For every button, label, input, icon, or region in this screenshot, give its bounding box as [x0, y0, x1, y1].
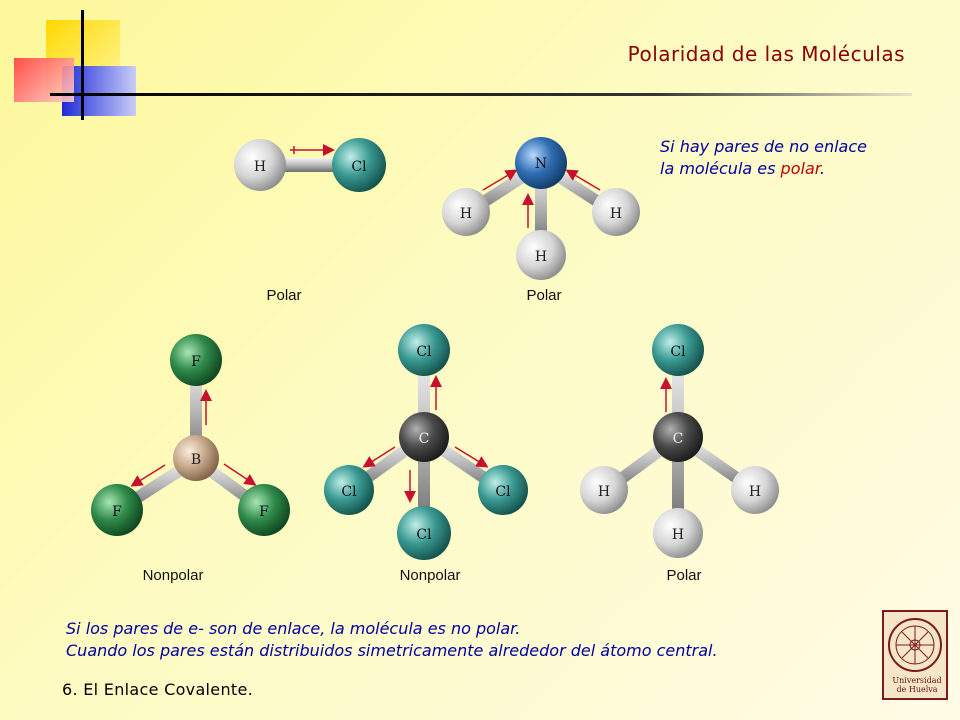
atom-b: [173, 435, 219, 481]
dipole-arrow: [362, 446, 396, 468]
dipole-arrow: [130, 464, 166, 487]
atom-label: C: [673, 431, 684, 447]
atom-label: H: [535, 249, 547, 265]
molecule-hcl: H Cl: [234, 138, 386, 192]
atom-f: [238, 484, 290, 536]
atom-label: H: [460, 206, 472, 222]
atom-label: B: [191, 452, 201, 468]
atom-label: H: [254, 159, 266, 175]
note-highlight-polar: polar: [780, 159, 820, 178]
atom-h: [580, 466, 628, 514]
atom-label: H: [610, 206, 622, 222]
atom-cl: [397, 506, 451, 560]
dipole-arrow: [223, 463, 257, 486]
atom-label: C: [419, 431, 430, 447]
atom-label: F: [191, 354, 201, 370]
atom-cl: [398, 324, 450, 376]
bond-h-cl: [280, 158, 342, 172]
note-bottom-line2: Cuando los pares están distribuidos sime…: [66, 641, 718, 660]
atom-label: H: [598, 484, 610, 500]
dipole-arrow: [454, 446, 489, 468]
note-top: Si hay pares de no enlace la molécula es…: [660, 136, 867, 180]
university-logo: Universidad de Huelva: [882, 610, 948, 700]
university-seal-icon: [888, 618, 942, 672]
molecule-ch3cl: Cl H H H C: [580, 324, 779, 558]
dipole-arrow: [565, 169, 601, 191]
atom-f: [170, 334, 222, 386]
caption-hcl: Polar: [266, 287, 302, 304]
atom-c: [653, 412, 703, 462]
caption-ccl4: Nonpolar: [399, 567, 461, 584]
atom-h: [731, 466, 779, 514]
deco-vertical-line: [81, 10, 84, 120]
caption-ch3cl: Polar: [666, 567, 702, 584]
atom-h: [442, 188, 490, 236]
atom-f: [91, 484, 143, 536]
atom-label: Cl: [416, 527, 432, 543]
atom-cl: [332, 138, 386, 192]
dipole-arrow: [482, 169, 518, 191]
note-bottom-line1: Si los pares de e- son de enlace, la mol…: [66, 619, 521, 638]
atom-h: [234, 139, 286, 191]
atom-label: Cl: [495, 484, 511, 500]
molecule-nh3: H H H N: [442, 137, 640, 280]
atom-cl: [478, 465, 528, 515]
slide-title: Polaridad de las Moléculas: [627, 42, 905, 66]
logo-text: Universidad de Huelva: [892, 676, 942, 694]
atom-label: Cl: [341, 484, 357, 500]
caption-nh3: Polar: [526, 287, 562, 304]
atom-label: N: [535, 156, 547, 172]
note-bottom: Si los pares de e- son de enlace, la mol…: [66, 618, 718, 662]
atom-label: Cl: [416, 344, 432, 360]
title-underline: [50, 93, 912, 96]
slide-footer: 6. El Enlace Covalente.: [62, 680, 253, 699]
atom-label: F: [112, 504, 122, 520]
atom-label: H: [672, 527, 684, 543]
atom-h: [653, 508, 703, 558]
atom-cl: [652, 324, 704, 376]
atom-label: Cl: [351, 159, 367, 175]
molecule-bf3: F F F B: [91, 334, 290, 536]
atom-h: [516, 230, 566, 280]
caption-bf3: Nonpolar: [142, 567, 204, 584]
atom-h: [592, 188, 640, 236]
atom-c: [399, 412, 449, 462]
atom-label: F: [259, 504, 269, 520]
deco-blue-square: [62, 66, 136, 116]
molecule-ccl4: Cl Cl Cl Cl C: [324, 324, 528, 560]
note-top-line2: la molécula es polar.: [660, 159, 825, 178]
atom-n: [515, 137, 567, 189]
atom-cl: [324, 465, 374, 515]
note-top-line1: Si hay pares de no enlace: [660, 137, 867, 156]
atom-label: Cl: [670, 344, 686, 360]
atom-label: H: [749, 484, 761, 500]
